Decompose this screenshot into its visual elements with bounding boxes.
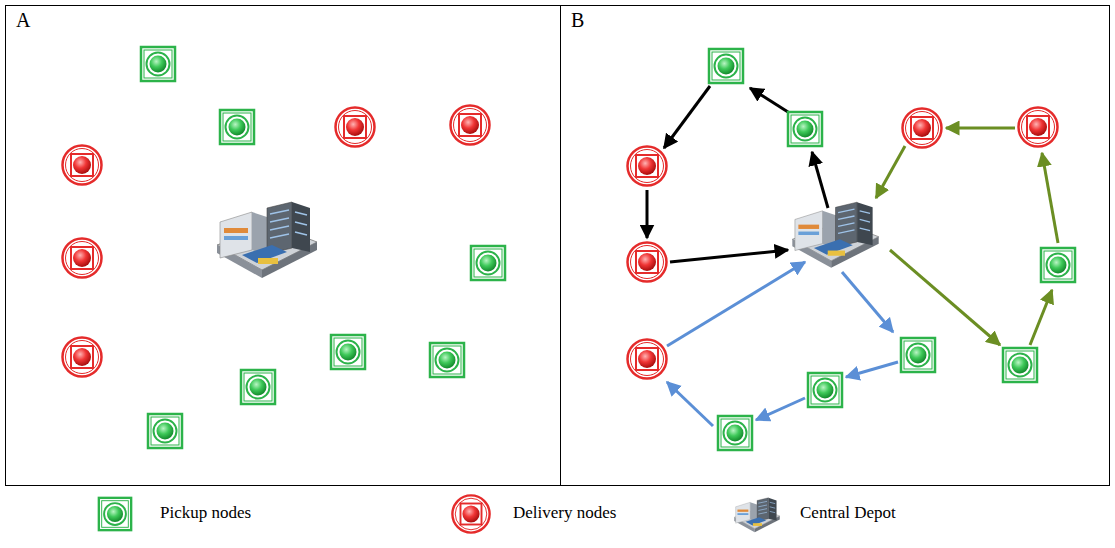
panel-b-markers xyxy=(628,49,1076,450)
panel-frame: A xyxy=(5,5,561,486)
panel-letter: A xyxy=(16,10,30,30)
panel-letter: B xyxy=(571,10,584,30)
legend-samples xyxy=(99,495,780,532)
legend-label: Delivery nodes xyxy=(513,503,616,523)
panel-a-markers xyxy=(63,47,506,448)
panel-frame: B xyxy=(560,5,1110,486)
legend-label: Central Depot xyxy=(800,503,896,523)
route-arrows xyxy=(647,86,1058,426)
legend-label: Pickup nodes xyxy=(160,503,251,523)
